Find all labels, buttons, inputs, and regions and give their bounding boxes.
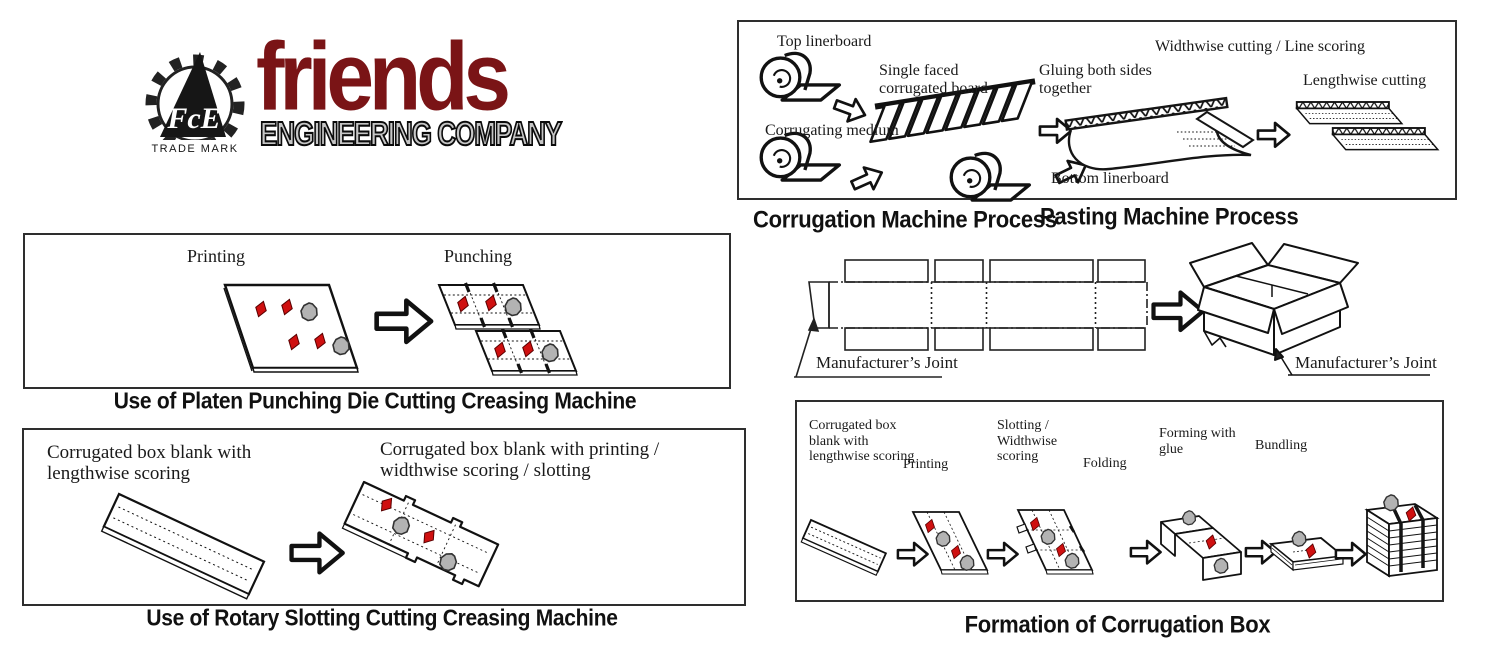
formation-drawing xyxy=(800,494,1440,581)
single-faced-board-drawing xyxy=(869,78,1036,144)
platen-punching-drawing xyxy=(223,235,729,387)
stage-folding-drawing xyxy=(1160,510,1242,581)
label-blank-slotted: Corrugated box blank with printing / wid… xyxy=(380,439,660,482)
label-step-slotting: Slotting / Widthwise scoring xyxy=(997,418,1058,465)
label-punching: Punching xyxy=(444,246,513,266)
label-blank-lengthwise: Corrugated box blank with lengthwise sco… xyxy=(47,442,252,485)
rotary-slotting-drawing xyxy=(100,480,500,600)
arrow-icon xyxy=(1256,121,1291,149)
label-step-bundling: Bundling xyxy=(1255,438,1308,453)
stage-slotting-drawing xyxy=(1016,509,1094,575)
monogram: FcE xyxy=(166,102,220,135)
scored-blank-drawing xyxy=(100,492,266,600)
arrow-icon xyxy=(896,541,929,567)
bottom-linerboard-roll-icon xyxy=(949,151,1032,202)
rotary-slotting-panel: Corrugated box blank with lengthwise sco… xyxy=(22,428,746,606)
label-step-folding: Folding xyxy=(1083,456,1127,471)
rotary-caption: Use of Rotary Slotting Cutting Creasing … xyxy=(146,606,618,631)
triangle-mark xyxy=(160,52,226,137)
pasting-caption: Pasting Machine Process xyxy=(1040,203,1299,230)
label-gluing: Gluing both sides together xyxy=(1039,62,1152,97)
label-manufacturers-joint-left: Manufacturer’s Joint xyxy=(816,353,958,372)
punched-sheet-drawing xyxy=(476,329,577,375)
label-step-printing: Printing xyxy=(903,457,949,472)
arrow-icon xyxy=(292,534,343,573)
label-widthwise-cutting: Widthwise cutting / Line scoring xyxy=(1155,38,1365,55)
trademark-label: TRADE MARK xyxy=(151,143,238,155)
stage-printing-drawing xyxy=(911,511,989,575)
label-step-forming: Forming with glue xyxy=(1159,426,1236,457)
gear-trademark-icon: FcE TRADE MARK xyxy=(145,52,245,155)
corrugation-process-panel: Top linerboard Single faced corrugated b… xyxy=(737,20,1457,202)
corrugating-medium-roll-icon xyxy=(759,131,842,182)
arrow-icon xyxy=(986,541,1019,567)
arrow-icon xyxy=(846,160,888,198)
brand-name: friends xyxy=(256,21,511,131)
slotted-blank-drawing xyxy=(341,480,500,588)
cut-board-piece xyxy=(1331,127,1439,151)
label-top-linerboard: Top linerboard xyxy=(777,33,872,50)
formation-panel: Corrugated box blank with lengthwise sco… xyxy=(795,400,1444,602)
pasted-board-drawing xyxy=(1064,96,1255,171)
label-single-faced: Single faced corrugated board xyxy=(879,62,988,97)
label-lengthwise-cutting: Lengthwise cutting xyxy=(1303,72,1427,89)
arrow-icon xyxy=(1129,539,1162,565)
punched-sheet-drawing xyxy=(439,283,540,329)
stage-bundling-drawing xyxy=(1364,494,1440,578)
company-logo: FcE TRADE MARK friends ENGINEERING COMPA… xyxy=(138,28,563,164)
brand-subtitle: ENGINEERING COMPANY xyxy=(259,113,563,154)
formation-caption: Formation of Corrugation Box xyxy=(964,611,1271,638)
corrugation-process-drawing xyxy=(759,51,1439,202)
label-step-blank: Corrugated box blank with lengthwise sco… xyxy=(809,418,915,465)
label-corrugating-medium: Corrugating medium xyxy=(765,122,899,139)
cut-board-piece xyxy=(1295,101,1403,125)
arrow-icon xyxy=(377,301,431,342)
corrugation-caption: Corrugation Machine Process xyxy=(753,206,1057,233)
stage-forming-drawing xyxy=(1268,530,1346,572)
label-manufacturers-joint-right: Manufacturer’s Joint xyxy=(1295,353,1437,372)
open-box-drawing xyxy=(1189,242,1430,376)
box-blank-drawing xyxy=(794,242,1430,378)
label-printing: Printing xyxy=(187,246,246,266)
label-bottom-linerboard: Bottom linerboard xyxy=(1051,170,1169,187)
platen-caption: Use of Platen Punching Die Cutting Creas… xyxy=(113,389,637,414)
printed-sheet-drawing xyxy=(223,283,359,373)
platen-punching-panel: Printing Punching xyxy=(23,233,731,389)
stage-blank-drawing xyxy=(800,518,888,577)
arrow-icon xyxy=(1154,293,1204,331)
top-linerboard-roll-icon xyxy=(759,51,842,102)
box-blank-layout: Manufacturer’s Joint Manufacturer’s Join… xyxy=(790,235,1460,383)
